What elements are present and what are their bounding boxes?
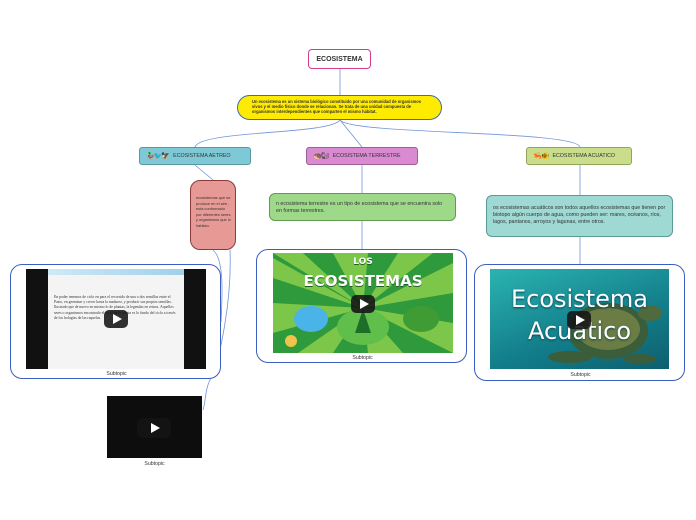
video-caption: Subtopic [352, 355, 373, 361]
video-caption: Subtopic [144, 461, 165, 467]
video-thumbnail-3[interactable]: Ecosistema Acuático [490, 269, 669, 369]
root-title: ECOSISTEMA [316, 55, 363, 63]
play-icon [359, 299, 369, 309]
video-thumbnail-1[interactable]: En poder tenemos de ciclo en para el rec… [26, 269, 206, 369]
sunburst-background [273, 253, 453, 353]
branch-aereo[interactable]: 🦆🐦🦅 ECOSISTEMA AETREO [139, 147, 251, 165]
acuatico-note[interactable]: os ecosistemas acuáticos son todos aquel… [486, 195, 673, 237]
video-thumbnail-2[interactable]: LOS ECOSISTEMAS [273, 253, 453, 353]
aereo-note-text: ecosistemas que se produce en el aire , … [196, 195, 231, 228]
play-icon [575, 315, 585, 325]
play-icon [112, 314, 122, 324]
terrestre-note[interactable]: n ecosistema terrestre es un tipo de eco… [269, 193, 456, 221]
branch-terrestre[interactable]: 🦔🐿 ECOSISTEMA TERRESTRE [306, 147, 418, 165]
play-button[interactable] [351, 295, 375, 313]
animals-icon: 🦔🐿 [313, 153, 330, 160]
video-thumbnail-4[interactable] [107, 396, 202, 458]
play-button[interactable] [104, 310, 128, 328]
definition-text: Un ecosistema es un sistema biológico co… [252, 99, 422, 114]
video-card-2[interactable]: LOS ECOSISTEMAS Subtopic [256, 249, 467, 363]
definition-node[interactable]: Un ecosistema es un sistema biológico co… [237, 95, 442, 120]
video-caption: Subtopic [570, 372, 591, 378]
branch-acuatico[interactable]: 🦐🐠 ECOSISTEMA ACUATICO [526, 147, 632, 165]
acuatico-note-text: os ecosistemas acuáticos son todos aquel… [493, 205, 666, 225]
play-icon [150, 423, 160, 433]
thumb-title-line2: ECOSISTEMAS [303, 272, 423, 290]
video-card-3[interactable]: Ecosistema Acuático Subtopic [474, 264, 685, 381]
play-button[interactable] [567, 311, 591, 329]
terrestre-note-text: n ecosistema terrestre es un tipo de eco… [276, 201, 443, 214]
thumb-title-line1: Ecosistema [511, 285, 648, 313]
play-button[interactable] [137, 418, 171, 438]
birds-icon: 🦆🐦🦅 [146, 153, 170, 160]
branch-aereo-label: ECOSISTEMA AETREO [173, 153, 231, 159]
branch-terrestre-label: ECOSISTEMA TERRESTRE [332, 153, 401, 159]
branch-acuatico-label: ECOSISTEMA ACUATICO [552, 153, 616, 159]
root-node[interactable]: ECOSISTEMA [308, 49, 371, 69]
sea-creatures-icon: 🦐🐠 [533, 153, 549, 160]
aereo-note[interactable]: ecosistemas que se produce en el aire , … [190, 180, 236, 250]
video-card-1[interactable]: En poder tenemos de ciclo en para el rec… [10, 264, 221, 379]
slide-banner [48, 269, 184, 275]
thumb-title-line1: LOS [353, 257, 373, 267]
video-caption: Subtopic [106, 371, 127, 377]
